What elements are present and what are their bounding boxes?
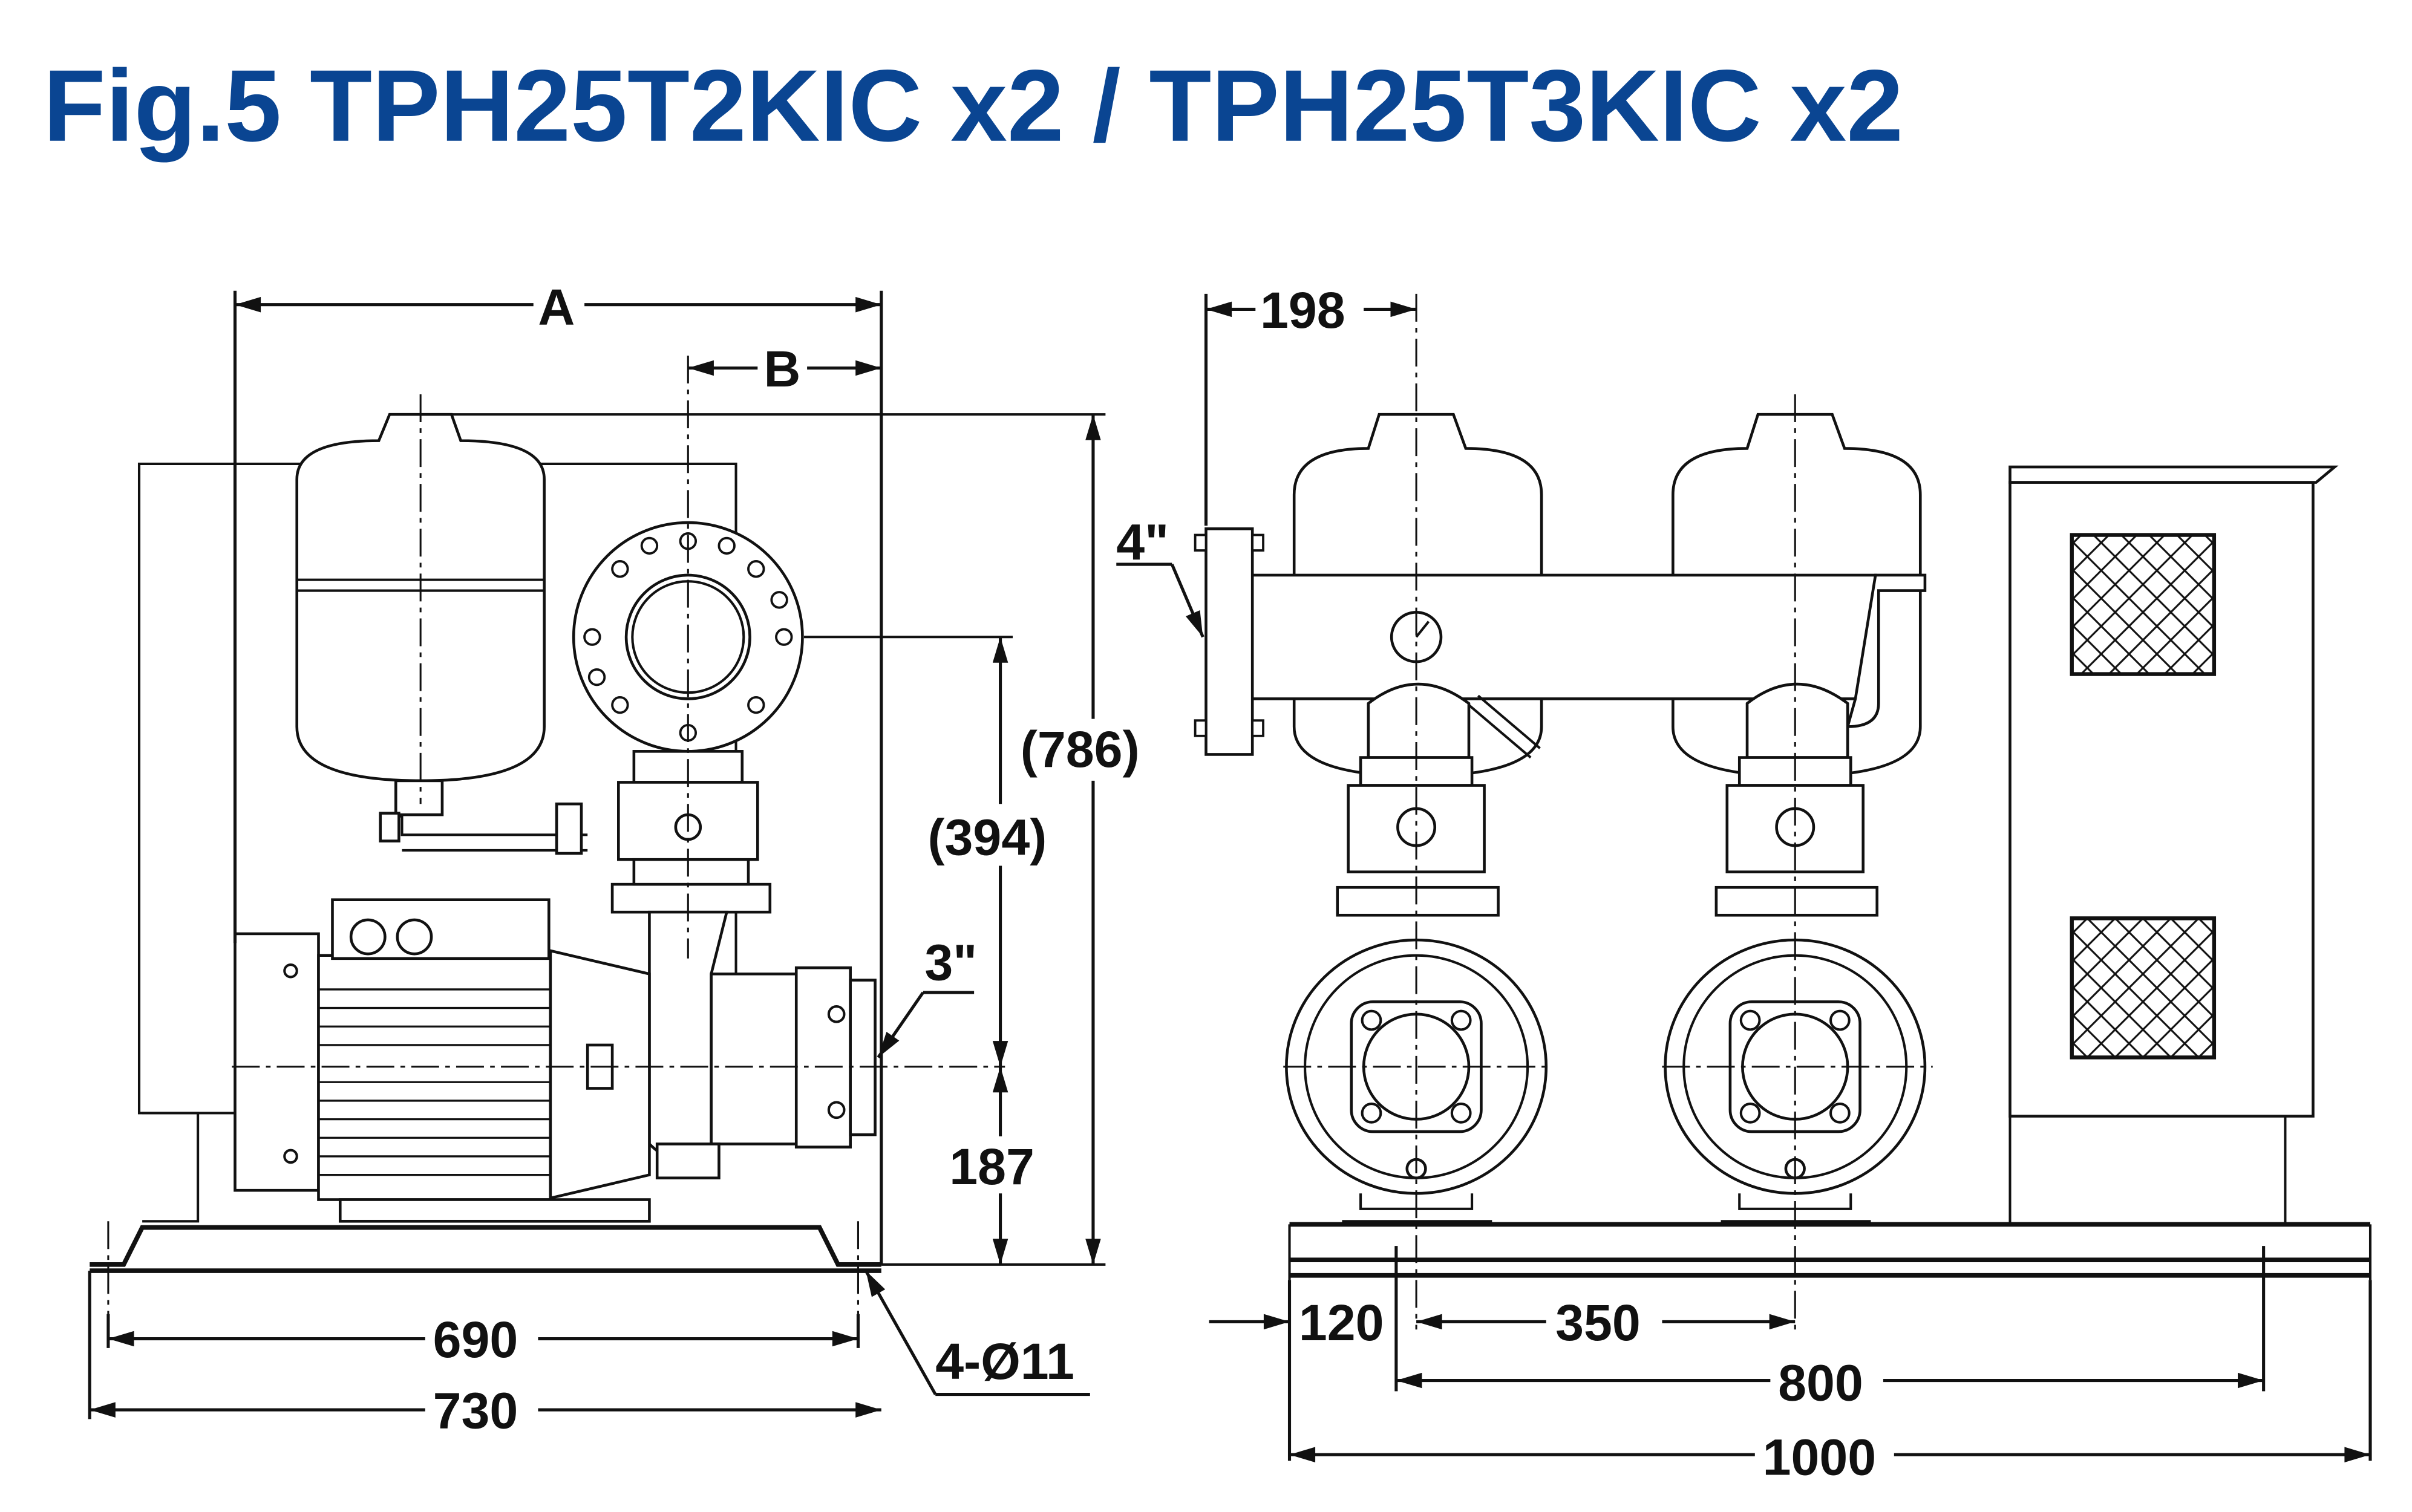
dim-total-height: (786): [1021, 721, 1140, 778]
dim-edge-to-hole: 120: [1299, 1294, 1384, 1351]
dim-inlet-size: 3": [924, 934, 977, 991]
dim-mount-holes: 4-Ø11: [935, 1333, 1074, 1390]
dim-a-label: A: [538, 279, 575, 336]
dim-base-width: 730: [433, 1383, 518, 1439]
dim-inlet-height: 187: [949, 1138, 1034, 1195]
dim-manifold-offset: 198: [1260, 282, 1345, 339]
pump-motor: [234, 898, 651, 1201]
dim-base-length: 1000: [1763, 1429, 1877, 1485]
dim-b-label: B: [764, 341, 801, 397]
dim-hole-span: 800: [1778, 1355, 1863, 1412]
dim-manifold-size: 4": [1116, 513, 1169, 570]
dim-base-holes: 690: [433, 1311, 518, 1368]
base-frame: [90, 1225, 881, 1267]
discharge-manifold: [1247, 573, 1877, 700]
vent-grille-top: [2070, 533, 2217, 676]
dim-pump-spacing: 350: [1555, 1294, 1641, 1351]
front-view: 198 4" 120 350 800 1000: [1116, 282, 2372, 1485]
figure-title: Fig.5 TPH25T2KIC x2 / TPH25T3KIC x2: [44, 48, 1904, 163]
side-view: A B (786) (394) 187 3" 690 730 4-Ø11: [88, 279, 1140, 1439]
vent-grille-bottom: [2070, 916, 2217, 1060]
dim-outlet-height: (394): [927, 809, 1047, 866]
front-base-frame: [1288, 1222, 2372, 1280]
control-cabinet: [2008, 465, 2339, 1225]
